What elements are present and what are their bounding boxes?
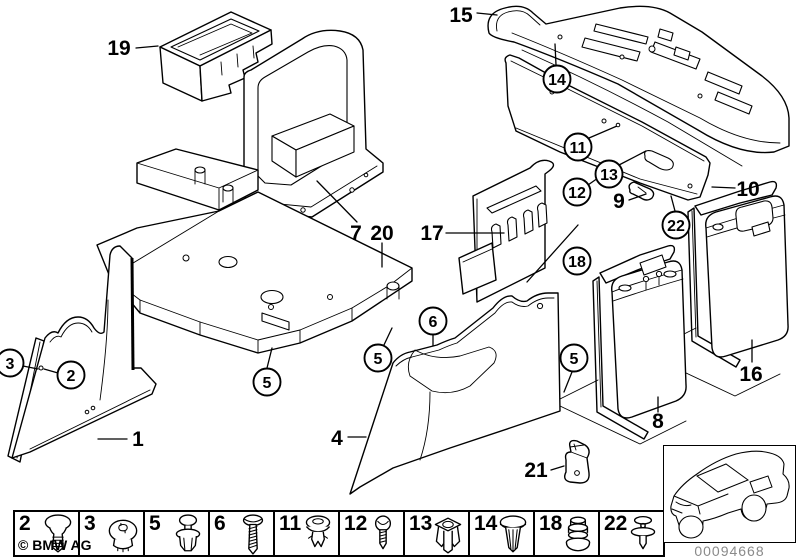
part-7-frame [243,29,384,218]
legend-item-12[interactable]: 12 [340,512,405,555]
callout-22[interactable]: 22 [661,210,691,240]
part-19-storage-tray [159,11,273,102]
callout-15[interactable]: 15 [449,4,473,27]
legend-number: 18 [539,512,563,535]
svg-text:15: 15 [449,4,473,27]
legend-item-13[interactable]: 13 [405,512,470,555]
part-9-pad [628,181,655,201]
svg-text:11: 11 [570,140,587,157]
part-8-battery-cover [555,244,687,445]
part-15-rear-trim-panel [487,5,790,154]
callout-13[interactable]: 13 [594,159,624,189]
svg-text:2: 2 [67,368,76,385]
legend-number: 3 [84,512,96,535]
svg-text:13: 13 [600,167,618,184]
legend-number: 14 [474,512,498,535]
push-rivet-icon [44,514,72,553]
expanding-nut-icon [434,517,462,554]
tapping-screw-icon [374,515,392,550]
part-17-bracket-panel [458,159,555,303]
expansion-pin-icon [630,515,656,550]
svg-text:10: 10 [736,178,759,201]
callout-2[interactable]: 2 [56,360,86,390]
legend-item-11[interactable]: 11 [275,512,340,555]
legend-number: 12 [344,512,368,535]
legend-number: 2 [19,512,31,535]
legend-number: 6 [214,512,226,535]
svg-text:1: 1 [132,428,144,451]
dome-clip-icon [108,519,138,553]
spreader-rivet-icon [499,515,527,553]
svg-text:8: 8 [652,410,664,433]
callout-19[interactable]: 19 [107,37,130,60]
callout-14[interactable]: 14 [542,64,572,94]
svg-text:9: 9 [613,190,625,213]
image-number: 00094668 [694,543,765,559]
legend-number: 22 [604,512,628,535]
callout-5c[interactable]: 5 [559,343,589,373]
car-icon [670,450,790,539]
legend-item-22[interactable]: 22 [600,512,663,555]
expansion-rivet-icon [175,514,201,552]
legend-number: 11 [279,512,302,535]
svg-text:12: 12 [568,185,586,202]
svg-text:5: 5 [374,351,383,368]
callout-5a[interactable]: 5 [252,367,282,397]
callout-8[interactable]: 8 [652,410,664,433]
fastener-legend: 2 3 5 [13,510,665,557]
vehicle-thumbnail [663,445,796,543]
callout-9[interactable]: 9 [613,190,625,213]
svg-text:5: 5 [570,351,579,368]
callout-11[interactable]: 11 [563,132,593,162]
legend-item-5[interactable]: 5 [145,512,210,555]
legend-item-2[interactable]: 2 [15,512,80,555]
legend-number: 5 [149,512,161,535]
grommet-icon [565,516,591,552]
callout-4[interactable]: 4 [331,427,343,450]
svg-text:19: 19 [107,37,130,60]
legend-item-6[interactable]: 6 [210,512,275,555]
legend-number: 13 [409,512,433,535]
callout-20[interactable]: 20 [370,222,393,245]
legend-item-18[interactable]: 18 [535,512,600,555]
callout-3[interactable]: 3 [0,348,25,378]
part-16-cover [647,180,789,397]
callout-18[interactable]: 18 [562,246,592,276]
callout-17[interactable]: 17 [420,222,443,245]
screw-icon [242,514,264,555]
copyright-text: © BMW AG [18,537,92,553]
svg-text:4: 4 [331,427,343,450]
callout-10[interactable]: 10 [736,178,759,201]
svg-text:16: 16 [739,363,762,386]
part-20-floor-panel [96,148,413,354]
svg-text:6: 6 [429,314,438,331]
svg-text:7: 7 [350,222,362,245]
callout-6[interactable]: 6 [418,306,448,336]
expanding-clip-icon [305,515,331,548]
callout-7[interactable]: 7 [350,222,362,245]
callout-21[interactable]: 21 [524,459,548,482]
callout-5b[interactable]: 5 [363,343,393,373]
svg-text:5: 5 [263,375,272,392]
svg-text:22: 22 [667,218,685,235]
svg-text:21: 21 [524,459,548,482]
svg-text:14: 14 [548,72,566,89]
part-4-side-panel [349,292,561,495]
svg-text:17: 17 [420,222,443,245]
callout-16[interactable]: 16 [739,363,762,386]
legend-item-14[interactable]: 14 [470,512,535,555]
svg-text:20: 20 [370,222,393,245]
svg-text:3: 3 [6,356,15,373]
callout-1[interactable]: 1 [132,428,144,451]
svg-text:18: 18 [568,254,586,271]
part-21-bracket [563,439,590,484]
legend-item-3[interactable]: 3 [80,512,145,555]
callout-12[interactable]: 12 [562,177,592,207]
